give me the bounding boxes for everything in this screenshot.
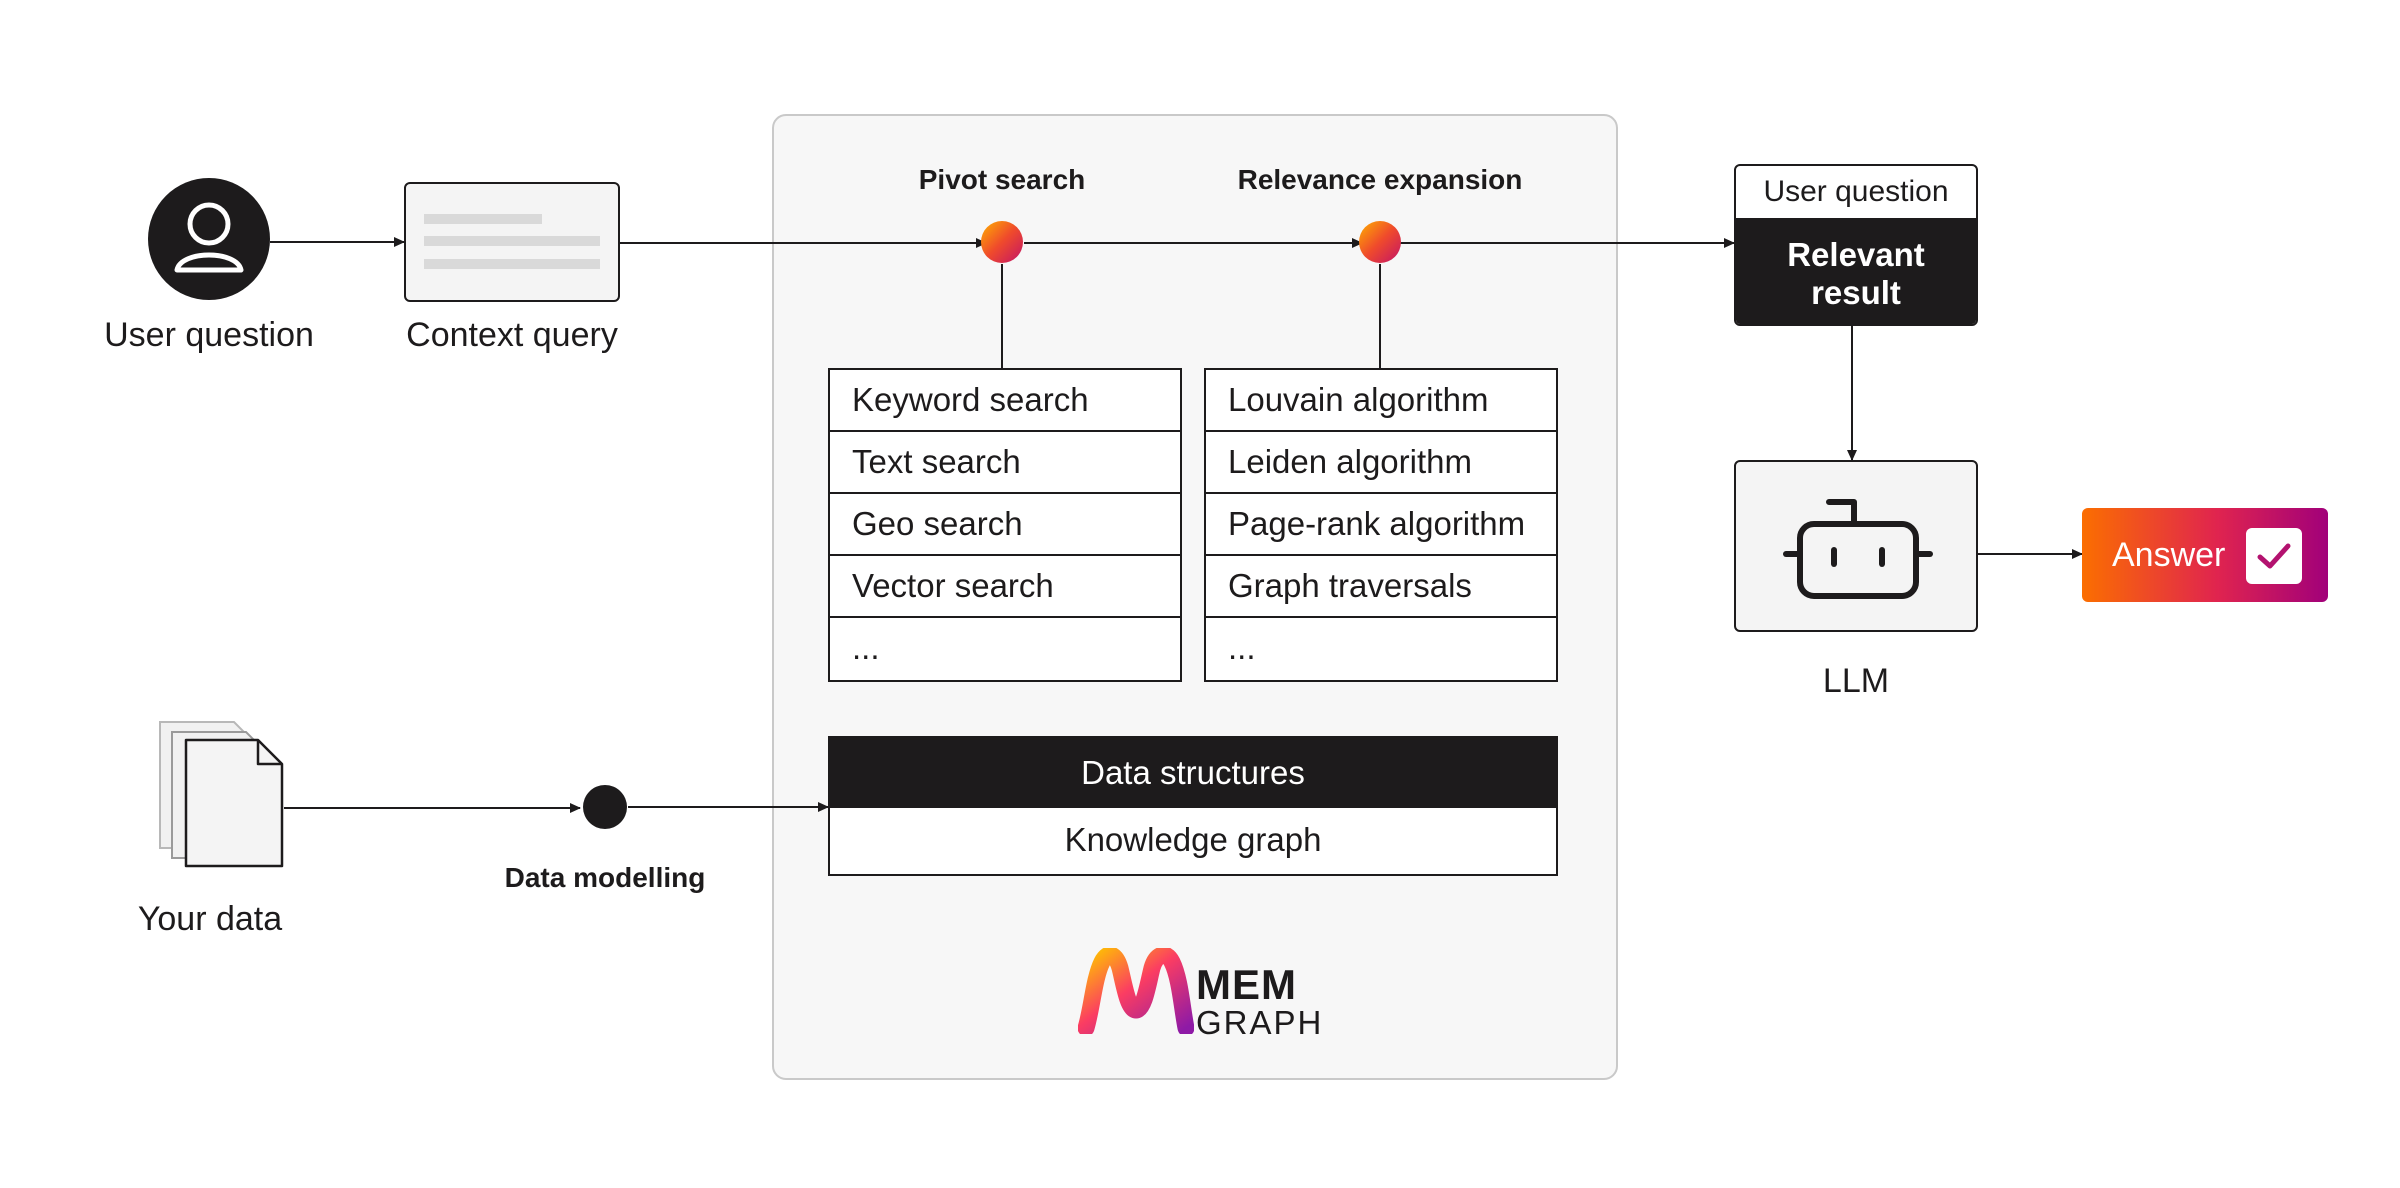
context-query-card bbox=[404, 182, 620, 302]
user-icon bbox=[174, 202, 244, 273]
doc-line bbox=[424, 214, 542, 224]
user-question-label: User question bbox=[104, 316, 314, 354]
check-icon bbox=[2257, 543, 2291, 569]
memgraph-logo-text: MEM GRAPH bbox=[1196, 961, 1324, 1041]
result-body-line2: result bbox=[1811, 274, 1901, 311]
logo-line1: MEM bbox=[1196, 961, 1297, 1008]
check-box bbox=[2246, 528, 2302, 584]
result-header: User question bbox=[1736, 166, 1976, 220]
list-item: Text search bbox=[830, 432, 1180, 494]
robot-icon bbox=[1783, 499, 1933, 599]
list-item: Page-rank algorithm bbox=[1206, 494, 1556, 556]
context-query-label: Context query bbox=[406, 316, 618, 354]
user-avatar bbox=[148, 178, 270, 300]
result-body-line1: Relevant bbox=[1787, 236, 1925, 273]
pivot-search-list: Keyword search Text search Geo search Ve… bbox=[828, 368, 1182, 682]
relevance-expansion-node bbox=[1359, 221, 1401, 263]
doc-line bbox=[424, 259, 600, 269]
result-body: Relevant result bbox=[1736, 220, 1976, 324]
list-item: ... bbox=[852, 629, 880, 666]
list-item: Keyword search bbox=[830, 370, 1180, 432]
llm-label: LLM bbox=[1822, 662, 1890, 700]
list-item: Graph traversals bbox=[1206, 556, 1556, 618]
data-modelling-node bbox=[583, 785, 627, 829]
list-item: Geo search bbox=[830, 494, 1180, 556]
list-item: Vector search bbox=[830, 556, 1180, 618]
knowledge-graph-label: Knowledge graph bbox=[1064, 821, 1322, 858]
answer-box: Answer bbox=[2082, 508, 2328, 602]
list-item: ... bbox=[1228, 629, 1256, 666]
llm-box bbox=[1734, 460, 1978, 632]
doc-line bbox=[424, 236, 600, 246]
your-data-label: Your data bbox=[137, 900, 283, 938]
relevant-result-box: User question Relevant result bbox=[1734, 164, 1978, 326]
answer-label: Answer bbox=[2112, 536, 2226, 574]
data-structures-box: Data structures Knowledge graph bbox=[828, 736, 1558, 876]
memgraph-logo-icon bbox=[1078, 948, 1194, 1034]
data-modelling-label: Data modelling bbox=[504, 862, 706, 893]
files-icon bbox=[159, 721, 284, 868]
logo-line2: GRAPH bbox=[1196, 1004, 1324, 1041]
data-structures-header: Data structures bbox=[830, 738, 1556, 808]
pivot-search-node bbox=[981, 221, 1023, 263]
list-item: Louvain algorithm bbox=[1206, 370, 1556, 432]
relevance-expansion-title: Relevance expansion bbox=[1237, 164, 1523, 195]
relevance-expansion-list: Louvain algorithm Leiden algorithm Page-… bbox=[1204, 368, 1558, 682]
list-item: Leiden algorithm bbox=[1206, 432, 1556, 494]
pivot-search-title: Pivot search bbox=[918, 164, 1086, 195]
